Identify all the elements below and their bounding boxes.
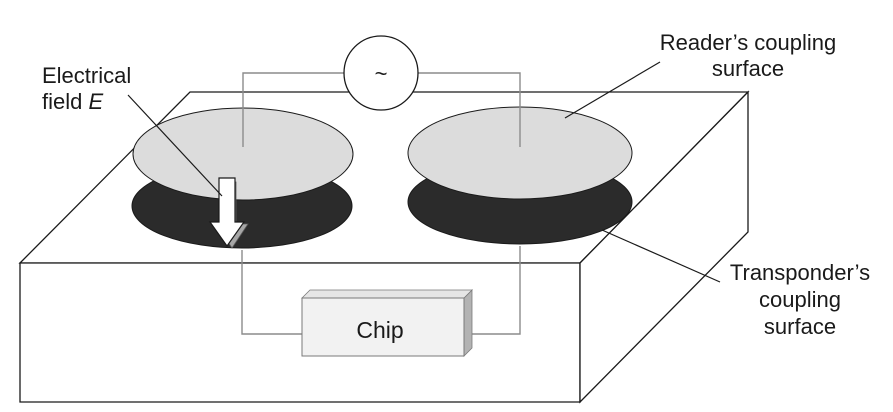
chip-shade [463, 289, 473, 357]
reader-label-line1: Reader’s coupling [660, 30, 837, 55]
chip-body [301, 297, 465, 357]
electric-field-arrow [208, 177, 249, 249]
electric-field-label-line2: field E [42, 89, 103, 114]
transponder-label-line2: coupling [759, 287, 841, 312]
left-plate-pair [131, 107, 354, 249]
chip-top [301, 289, 473, 299]
right-plate-pair [407, 106, 633, 245]
reader-surface-leader [564, 61, 661, 119]
ac-source [343, 35, 419, 111]
transponder-wire-right [470, 246, 521, 335]
transponder-wire-left [241, 250, 302, 335]
reader-wire-right [418, 72, 521, 147]
reader-circuit: ~ [242, 35, 521, 147]
reader-label-line2: surface [712, 56, 784, 81]
transponder-label-line3: surface [764, 314, 836, 339]
transponder-label-line1: Transponder’s [730, 260, 870, 285]
reader-wire-left [242, 72, 345, 147]
ac-source-symbol: ~ [375, 61, 388, 86]
electric-field-symbol: E [88, 89, 103, 114]
box-front-face [19, 262, 581, 403]
transponder-circuit [241, 246, 521, 335]
electric-field-leader [127, 94, 223, 197]
chip-label: Chip [356, 317, 403, 343]
electric-field-label-line1: Electrical [42, 63, 131, 88]
transponder-surface-leader [601, 229, 721, 283]
electric-field-label-prefix: field [42, 89, 88, 114]
arrow-body [208, 177, 246, 248]
box-side-face [579, 90, 749, 404]
chip: Chip [301, 289, 473, 357]
